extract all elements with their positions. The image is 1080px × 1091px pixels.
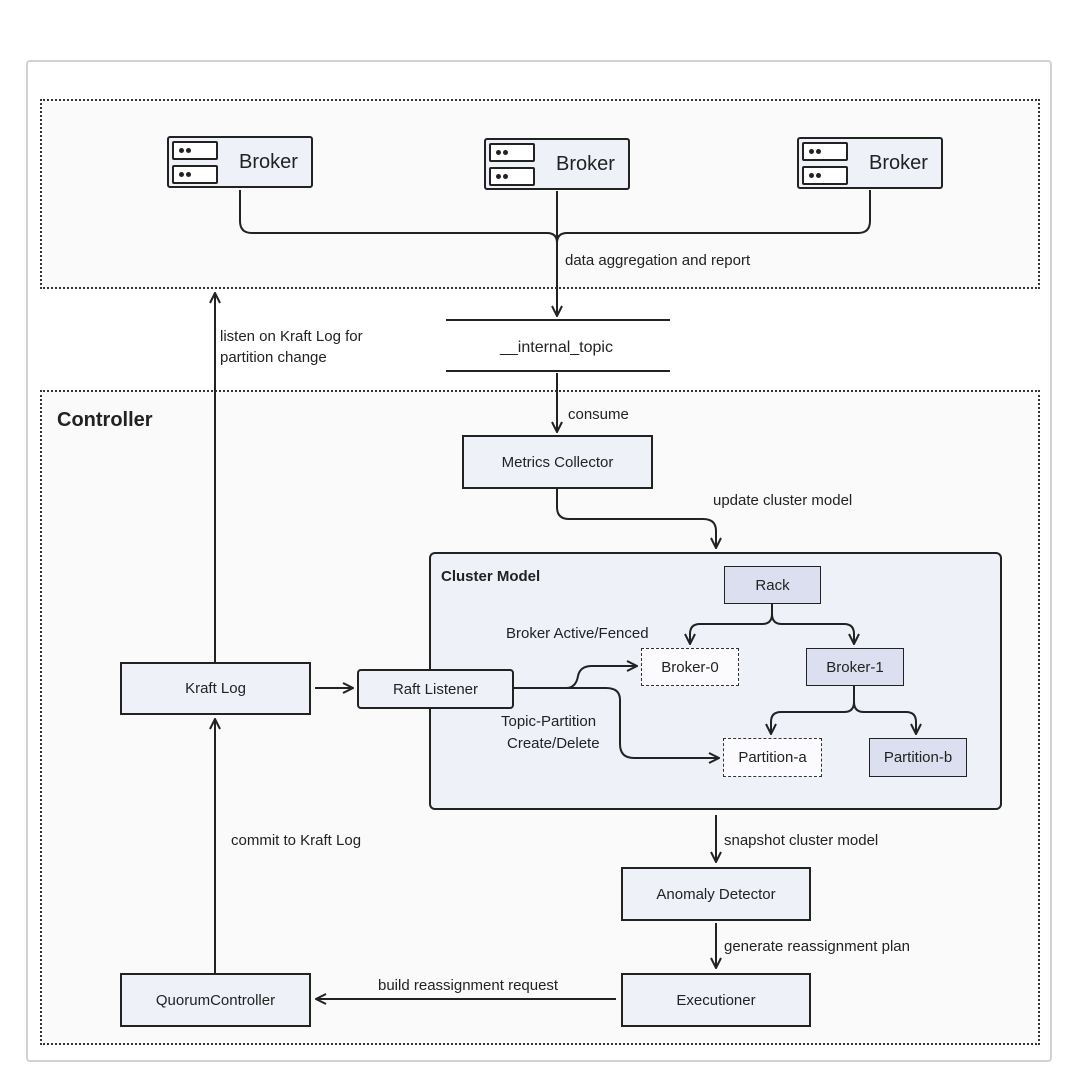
server-slot-icon [172,141,218,160]
partition-event-arrow [514,687,719,758]
server-slot-icon [489,143,535,162]
listen-label-line1: listen on Kraft Log for [220,328,363,345]
broker-zone [40,99,1040,289]
broker-1-tree [771,686,855,734]
broker-1-connector [239,190,558,244]
update-cluster-model-label: update cluster model [713,492,853,509]
partition-a-box: Partition-a [723,738,822,777]
broker-node-3: Broker [797,137,943,189]
broker-label: Broker [556,153,615,175]
diagram-frame [26,60,1052,1062]
server-slot-icon [489,167,535,186]
server-slot-icon [172,165,218,184]
cluster-model-title: Cluster Model [441,568,541,585]
broker-event-arrow [514,666,637,689]
snapshot-label: snapshot cluster model [724,832,879,849]
server-slot-icon [802,166,848,185]
rack-tree [690,604,773,644]
partition-b-box: Partition-b [869,738,967,777]
consume-label: consume [568,406,629,423]
listen-label-line2: partition change [220,349,327,366]
broker-active-fenced-label: Broker Active/Fenced [506,625,649,642]
broker-node-2: Broker [484,138,630,190]
rack-box: Rack [724,566,821,604]
broker-0-box: Broker-0 [641,648,739,686]
commit-label: commit to Kraft Log [231,832,362,849]
raft-listener-box: Raft Listener [357,669,514,709]
controller-title: Controller [57,409,153,431]
server-slot-icon [802,142,848,161]
broker-3-connector [556,190,871,244]
broker-label: Broker [869,152,928,174]
topic-partition-label: Topic-Partition [501,713,597,730]
broker-node-1: Broker [167,136,313,188]
quorum-controller-box: QuorumController [120,973,311,1027]
update-model-arrow [556,489,716,548]
generate-plan-label: generate reassignment plan [724,938,910,955]
broker-1-box: Broker-1 [806,648,904,686]
create-delete-label: Create/Delete [507,735,600,752]
anomaly-detector-box: Anomaly Detector [621,867,811,921]
executioner-box: Executioner [621,973,811,1027]
broker-label: Broker [239,151,298,173]
kraft-log-box: Kraft Log [120,662,311,715]
build-request-label: build reassignment request [378,977,559,994]
data-aggregation-label: data aggregation and report [565,252,751,269]
internal-topic-label: __internal_topic [500,339,613,356]
metrics-collector-box: Metrics Collector [462,435,653,489]
